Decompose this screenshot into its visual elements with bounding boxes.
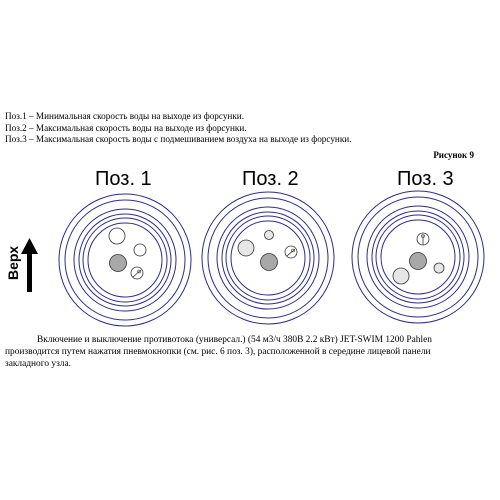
nozzle-hole-top [264,230,274,240]
body-line-2: производится путем нажатия пневмокнопки … [5,347,431,357]
nozzle-panel-position-1 [58,193,192,327]
nozzle-hole-left [237,239,255,257]
air-valve-icon [130,266,144,280]
air-valve-icon [416,232,430,246]
nozzle-hole-right [433,262,445,274]
figure-label: Рисунок 9 [433,150,474,160]
nozzle-hole-top [108,227,126,245]
nozzle-panel-position-3 [351,190,485,324]
position-1-title: Поз. 1 [95,168,152,190]
body-line-1: Включение и выключение противотока (унив… [37,335,432,345]
nozzle-hole-right [133,243,147,257]
position-2-title: Поз. 2 [242,168,299,190]
legend-line-1: Поз.1 – Минимальная скорость воды на вых… [5,111,245,121]
nozzle-center [260,253,278,271]
nozzle-center [109,254,127,272]
legend-line-3: Поз.3 – Максимальная скорость воды с под… [5,134,352,144]
nozzle-panel-position-2 [201,191,335,325]
up-arrow-icon [21,238,38,292]
body-line-3: закладного узла. [5,359,71,369]
legend-line-2: Поз.2 – Максимальная скорость воды на вы… [5,122,247,133]
legend: Поз.1 – Минимальная скорость воды на вых… [5,111,495,146]
position-3-title: Поз. 3 [397,168,454,190]
nozzle-center [409,252,427,270]
nozzle-hole-bottom-left [392,267,410,285]
direction-label: Верх [5,245,21,281]
body-paragraph: Включение и выключение противотока (унив… [5,334,475,370]
air-valve-icon [284,245,298,259]
